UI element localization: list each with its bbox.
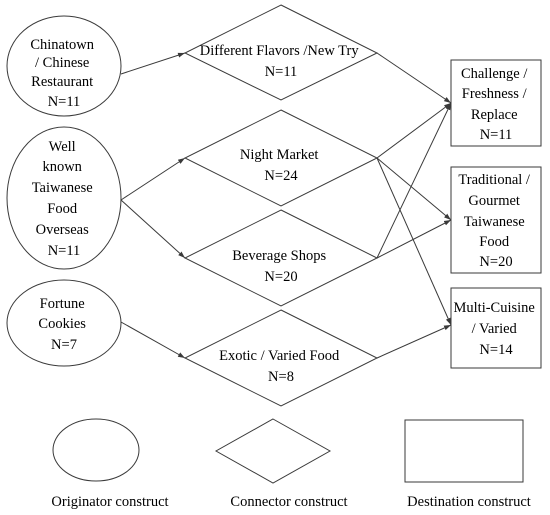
edge-wellknown-to-night	[120, 157, 186, 201]
originator-fortune-label: Fortune Cookies N=7	[38, 296, 89, 353]
label-line: Traditional /	[458, 172, 531, 188]
edge-night-to-challenge	[376, 102, 452, 159]
label-line: Restaurant	[31, 74, 93, 90]
label-line: / Varied	[472, 321, 518, 337]
edge-fortune-to-exotic	[120, 321, 186, 359]
edge-wellknown-to-beverage	[120, 199, 186, 259]
edge-beverage-to-challenge	[376, 102, 452, 259]
label-line: N=8	[268, 369, 294, 385]
label-line: Freshness /	[462, 86, 528, 102]
label-line: Multi-Cuisine	[454, 300, 535, 316]
legend-destination-label: Destination construct	[407, 494, 531, 510]
label-line: Food	[47, 201, 78, 217]
originator-chinatown: Chinatown / Chinese Restaurant N=11	[6, 15, 122, 117]
label-line: Night Market	[240, 147, 319, 163]
legend-rectangle-shape	[404, 419, 524, 483]
legend-connector-label: Connector construct	[230, 494, 347, 510]
label-line: Replace	[471, 107, 518, 123]
label-line: Taiwanese	[464, 214, 525, 230]
originator-wellknown: Well known Taiwanese Food Overseas N=11	[6, 126, 122, 270]
label-line: Overseas	[36, 222, 90, 238]
label-line: Gourmet	[468, 193, 520, 209]
destination-multi-cuisine: Multi-Cuisine / Varied N=14	[450, 287, 542, 369]
label-line: N=7	[51, 337, 77, 353]
label-line: N=14	[479, 342, 513, 358]
legend-ellipse-shape	[52, 418, 140, 482]
connector-flavors: Different Flavors /New Try N=11	[183, 4, 379, 101]
edge-exotic-to-multi	[376, 324, 452, 359]
label-line: N=20	[264, 269, 297, 285]
edge-chinatown-to-flavors	[120, 52, 186, 75]
label-line: Food	[479, 234, 510, 250]
originator-chinatown-label: Chinatown / Chinese Restaurant N=11	[30, 37, 97, 110]
edge-night-to-multi	[376, 157, 452, 326]
destination-traditional: Traditional / Gourmet Taiwanese Food N=2…	[450, 166, 542, 274]
destination-multi-cuisine-label: Multi-Cuisine / Varied N=14	[454, 300, 539, 358]
label-line: N=20	[479, 254, 512, 270]
label-line: Different Flavors /New Try	[200, 43, 360, 59]
label-line: N=11	[48, 94, 81, 110]
edge-beverage-to-traditional	[376, 219, 452, 259]
label-line: known	[42, 159, 82, 175]
legend-originator-label: Originator construct	[51, 494, 168, 510]
connector-beverage-shops: Beverage Shops N=20	[183, 209, 379, 307]
label-line: Well	[49, 139, 76, 155]
destination-challenge: Challenge / Freshness / Replace N=11	[450, 59, 542, 147]
label-line: Fortune	[40, 296, 85, 312]
label-line: Taiwanese	[32, 180, 93, 196]
label-line: N=11	[480, 127, 513, 143]
connector-exotic-food-label: Exotic / Varied Food N=8	[219, 348, 343, 385]
connector-night-market: Night Market N=24	[183, 109, 379, 207]
destination-challenge-label: Challenge / Freshness / Replace N=11	[461, 66, 531, 143]
label-line: Cookies	[38, 316, 86, 332]
label-line: Chinatown	[30, 37, 94, 53]
connector-beverage-shops-label: Beverage Shops N=20	[232, 248, 329, 285]
legend-diamond-shape	[214, 418, 332, 484]
label-line: Challenge /	[461, 66, 528, 82]
edges	[120, 52, 452, 359]
label-line: Exotic / Varied Food	[219, 348, 340, 364]
legend: Originator construct Connector construct…	[51, 418, 531, 510]
edge-night-to-traditional	[376, 157, 452, 221]
label-line: N=11	[265, 64, 298, 80]
connector-exotic-food: Exotic / Varied Food N=8	[183, 309, 379, 407]
label-line: N=11	[48, 243, 81, 259]
connector-flavors-label: Different Flavors /New Try N=11	[200, 43, 362, 80]
destination-traditional-label: Traditional / Gourmet Taiwanese Food N=2…	[458, 172, 533, 270]
label-line: / Chinese	[35, 55, 89, 71]
originator-fortune: Fortune Cookies N=7	[6, 279, 122, 367]
originator-wellknown-label: Well known Taiwanese Food Overseas N=11	[32, 139, 97, 259]
connector-night-market-label: Night Market N=24	[240, 147, 322, 184]
edge-flavors-to-challenge	[376, 52, 452, 104]
label-line: N=24	[264, 168, 298, 184]
label-line: Beverage Shops	[232, 248, 326, 264]
